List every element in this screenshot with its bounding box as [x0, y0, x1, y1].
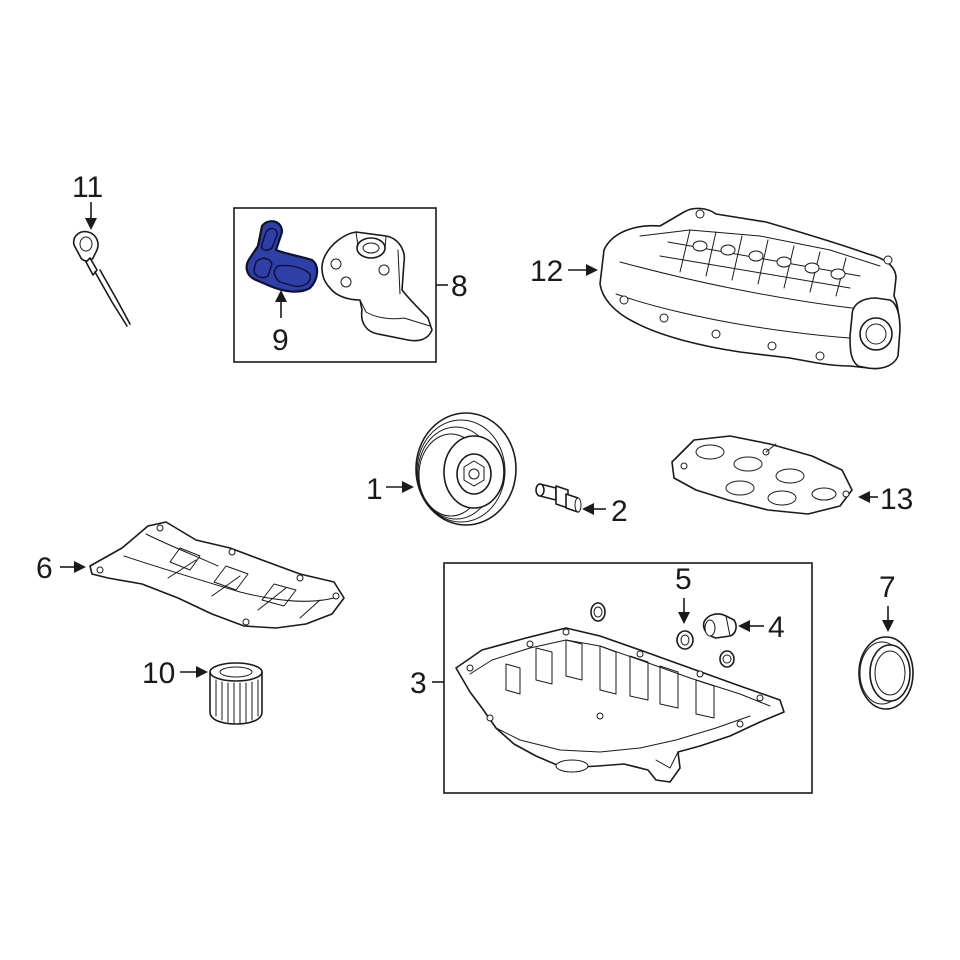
group-box-3	[443, 562, 813, 794]
callout-10[interactable]: 10	[142, 657, 208, 690]
callout-8[interactable]: 8	[436, 270, 468, 303]
callout-5[interactable]: 5	[675, 563, 692, 624]
part-9-gasket-highlighted[interactable]	[245, 220, 319, 293]
callout-1[interactable]: 1	[366, 473, 414, 506]
callout-12[interactable]: 12	[530, 255, 598, 288]
callout-3[interactable]: 3	[410, 667, 444, 700]
part-4-drain-plug[interactable]	[702, 613, 737, 639]
o-ring-right[interactable]	[719, 650, 735, 668]
callout-9[interactable]: 9	[272, 290, 289, 357]
callout-label-12: 12	[530, 255, 563, 288]
part-6-baffle-plate[interactable]	[89, 521, 345, 629]
part-11-dipstick[interactable]	[72, 230, 131, 327]
callout-7[interactable]: 7	[879, 571, 896, 632]
callout-label-8: 8	[451, 270, 468, 303]
callout-2[interactable]: 2	[582, 495, 628, 528]
part-2-sensor[interactable]	[535, 483, 582, 513]
part-7-seal[interactable]	[858, 636, 914, 710]
part-5-o-ring[interactable]	[676, 630, 694, 650]
callout-label-4: 4	[768, 611, 785, 644]
callout-label-1: 1	[366, 473, 383, 506]
part-3-oil-pan[interactable]	[455, 627, 785, 783]
part-1-crankshaft-pulley[interactable]	[415, 412, 517, 526]
callout-label-7: 7	[879, 571, 896, 604]
callout-label-9: 9	[272, 324, 289, 357]
callout-label-6: 6	[36, 552, 53, 585]
callout-11[interactable]: 11	[72, 171, 103, 230]
part-10-oil-filter[interactable]	[209, 662, 263, 725]
callout-label-3: 3	[410, 667, 427, 700]
part-13-manifold-gasket[interactable]	[671, 435, 853, 515]
o-ring-left[interactable]	[590, 602, 606, 622]
callout-label-13: 13	[880, 483, 913, 516]
callout-label-2: 2	[611, 495, 628, 528]
part-8-oil-filter-housing[interactable]	[321, 231, 433, 342]
callout-label-11: 11	[72, 171, 103, 204]
part-12-intake-manifold[interactable]	[599, 207, 901, 370]
callout-label-5: 5	[675, 563, 692, 596]
callout-13[interactable]: 13	[858, 483, 913, 516]
callout-label-10: 10	[142, 657, 175, 690]
callout-6[interactable]: 6	[36, 552, 86, 585]
callout-4[interactable]: 4	[738, 611, 785, 644]
